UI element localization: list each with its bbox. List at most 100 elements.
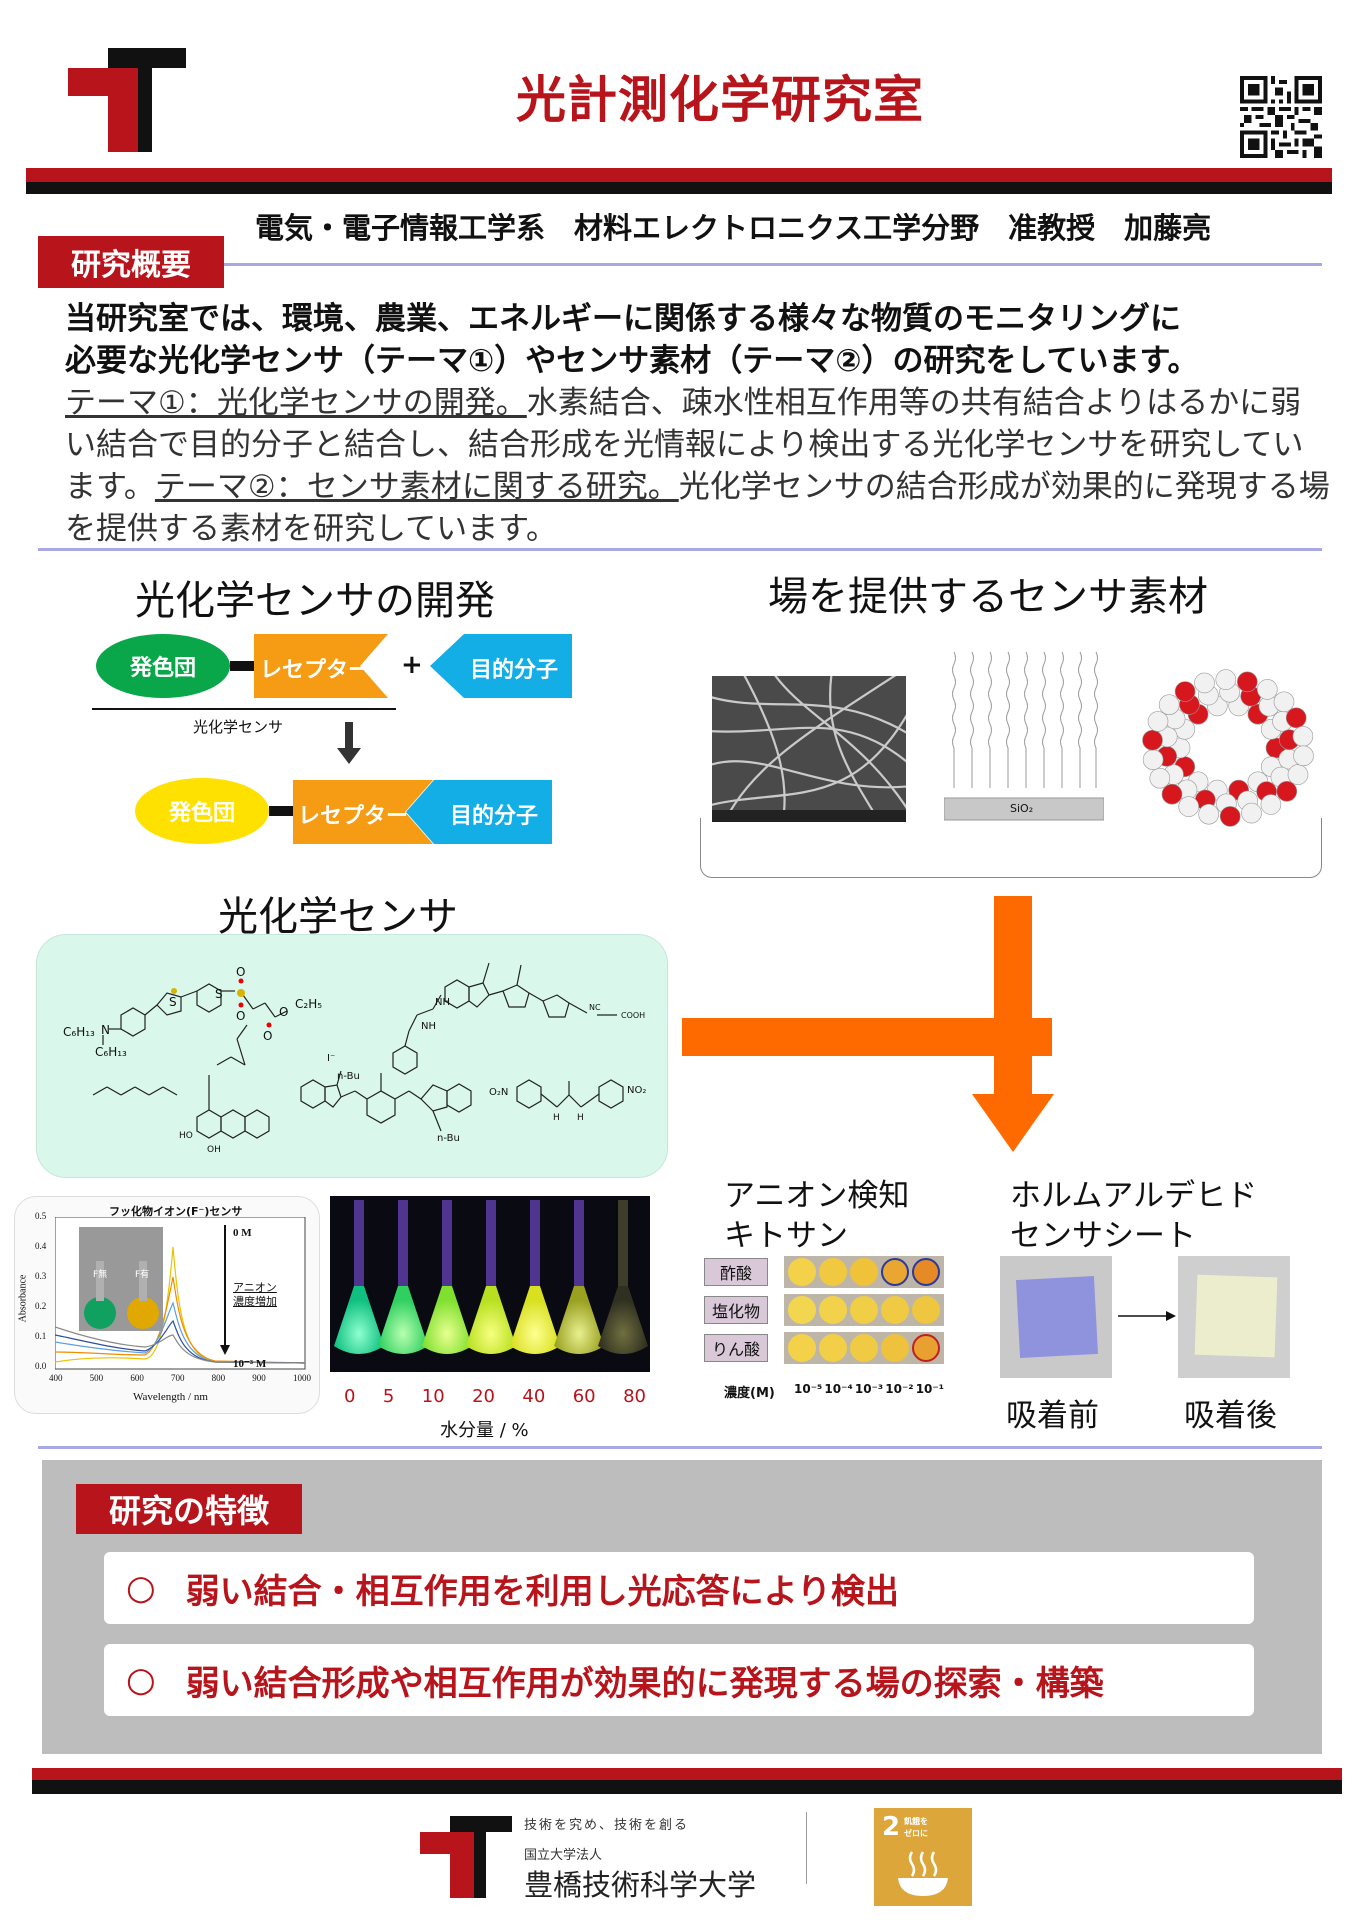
footer-separator xyxy=(806,1812,807,1884)
anion-well xyxy=(881,1258,909,1286)
y-tick-label: 0.2 xyxy=(35,1301,47,1311)
anion-well xyxy=(881,1296,909,1324)
link-bar xyxy=(230,661,254,671)
chem-n: N xyxy=(101,1023,110,1037)
anion-row: 塩化物 xyxy=(704,1294,944,1326)
water-tick-label: 80 xyxy=(623,1386,646,1407)
water-tick-label: 20 xyxy=(472,1386,495,1407)
materials-bracket xyxy=(700,818,1322,878)
intro-line-2: 必要な光化学センサ（テーマ①）やセンサ素材（テーマ②）の研究をしています。 xyxy=(65,343,1199,379)
atom-sphere xyxy=(1178,796,1200,817)
sheet-before-photo xyxy=(1000,1256,1112,1378)
x-tick-label: 500 xyxy=(89,1373,104,1383)
conc-tick-label: 10⁻³ xyxy=(854,1382,884,1396)
atom-sphere xyxy=(1142,749,1164,770)
right-arrow-icon xyxy=(1118,1311,1176,1321)
qr-code xyxy=(1240,76,1322,158)
author-line: 電気・電子情報工学系 材料エレクトロニクス工学分野 准教授 加藤亮 xyxy=(255,211,1212,245)
target-bound-label: 目的分子 xyxy=(450,804,539,829)
atom-sphere xyxy=(1174,681,1196,702)
chem-cooh: COOH xyxy=(621,1011,646,1020)
anion-row-label: 酢酸 xyxy=(704,1258,768,1286)
anion-well-strip xyxy=(784,1294,944,1326)
atom-sphere xyxy=(1149,767,1171,789)
anion-well-strip xyxy=(784,1332,944,1364)
chem-o3: O xyxy=(263,1029,273,1043)
target-bound-shape xyxy=(406,780,552,844)
footer-university-name: 豊橋技術科学大学 xyxy=(524,1868,757,1902)
feature-item-2: ○ 弱い結合形成や相互作用が効果的に発現する場の探索・構築 xyxy=(104,1644,1254,1716)
sdg-text-2: ゼロに xyxy=(904,1829,928,1838)
atom-sphere xyxy=(1158,694,1180,716)
chem-c2h5: C₂H₅ xyxy=(295,997,323,1011)
theme2-text: 光化学センサの結合形成が効果的に発現する場を提供する素材を研究しています。 xyxy=(65,469,1330,547)
sio2-label: SiO₂ xyxy=(1010,802,1034,815)
chem-nh1: NH xyxy=(435,997,450,1008)
atom-sphere xyxy=(1142,729,1163,751)
sheet-after-photo xyxy=(1178,1256,1290,1378)
anion-well xyxy=(819,1258,847,1286)
chromophore-label-2: 発色団 xyxy=(168,801,235,826)
feature-text-2: 弱い結合形成や相互作用が効果的に発現する場の探索・構築 xyxy=(185,1663,1104,1704)
anion-well xyxy=(912,1334,940,1362)
conc-label: 濃度(M) xyxy=(724,1386,775,1401)
anion-well xyxy=(788,1334,816,1362)
before-label: 吸着前 xyxy=(1006,1398,1099,1434)
fluoride-y-label: Absorbance xyxy=(17,1274,29,1323)
intro-body: テーマ①：光化学センサの開発。水素結合、疎水性相互作用等の共有結合よりはるかに弱… xyxy=(65,382,1330,550)
after-label: 吸着後 xyxy=(1184,1398,1277,1434)
formaldehyde-heading-2: センサシート xyxy=(1010,1218,1196,1254)
university-logo xyxy=(68,48,186,152)
anion-row-label: 塩化物 xyxy=(704,1296,768,1324)
theme1-text: 水素結合、疎水性相互作用等の共有結合よりはるかに弱い結合で目的分子と結合し、結合… xyxy=(65,385,1304,505)
overview-tag-label: 研究概要 xyxy=(71,248,191,283)
materials-heading: 場を提供するセンサ素材 xyxy=(768,574,1208,620)
atom-sphere xyxy=(1257,679,1278,700)
water-tick-label: 5 xyxy=(382,1386,395,1407)
footer-university-logo xyxy=(420,1816,512,1898)
formaldehyde-heading-1: ホルムアルデヒド xyxy=(1010,1178,1258,1214)
chem-o2: O xyxy=(236,1009,246,1023)
anion-heading-1: アニオン検知 xyxy=(724,1178,910,1214)
sensor-underline xyxy=(92,708,396,710)
intro-line-1: 当研究室では、環境、農業、エネルギーに関係する様々な物質のモニタリングに xyxy=(65,301,1181,337)
anion-well xyxy=(788,1258,816,1286)
water-tick-label: 60 xyxy=(572,1386,596,1407)
theme2-title: テーマ②：センサ素材に関する研究。 xyxy=(154,469,679,505)
molecule-structures xyxy=(92,962,624,1139)
chem-h2: H xyxy=(577,1113,584,1123)
chem-nc: NC xyxy=(589,1003,601,1012)
atom-sphere xyxy=(1276,781,1298,802)
section-divider-2 xyxy=(38,1446,1322,1449)
atom-sphere xyxy=(1292,726,1314,747)
anion-well xyxy=(850,1258,878,1286)
flask-photo xyxy=(330,1196,650,1372)
chem-s1: S xyxy=(169,995,177,1009)
chem-nh2: NH xyxy=(421,1021,436,1032)
header-rule-black xyxy=(26,182,1332,194)
receptor-shape xyxy=(254,634,388,698)
chem-c6h13-a: C₆H₁₃ xyxy=(63,1025,95,1039)
chem-oh: OH xyxy=(207,1145,221,1155)
feature-bullet-2: ○ xyxy=(126,1660,156,1700)
y-tick-label: 0.1 xyxy=(35,1331,47,1341)
x-tick-label: 900 xyxy=(252,1373,266,1383)
anion-well xyxy=(819,1334,847,1362)
chromophore-green: 発色団 xyxy=(96,634,230,698)
anion-row: りん酸 xyxy=(704,1332,944,1364)
chem-o4: O xyxy=(279,1005,289,1019)
link-bar-2 xyxy=(269,806,293,816)
section-divider-1 xyxy=(38,548,1322,551)
anion-row-label: りん酸 xyxy=(704,1334,768,1362)
atom-sphere xyxy=(1198,803,1219,825)
sio2-surface-diagram: SiO₂ xyxy=(943,648,1105,824)
chem-ho: HO xyxy=(179,1131,193,1141)
features-panel: 研究の特徴 ○ 弱い結合・相互作用を利用し光応答により検出 ○ 弱い結合形成や相… xyxy=(42,1460,1322,1754)
atom-sphere xyxy=(1260,794,1282,815)
atom-sphere xyxy=(1215,669,1237,690)
anion-well xyxy=(788,1296,816,1324)
features-tag: 研究の特徴 xyxy=(76,1484,302,1534)
